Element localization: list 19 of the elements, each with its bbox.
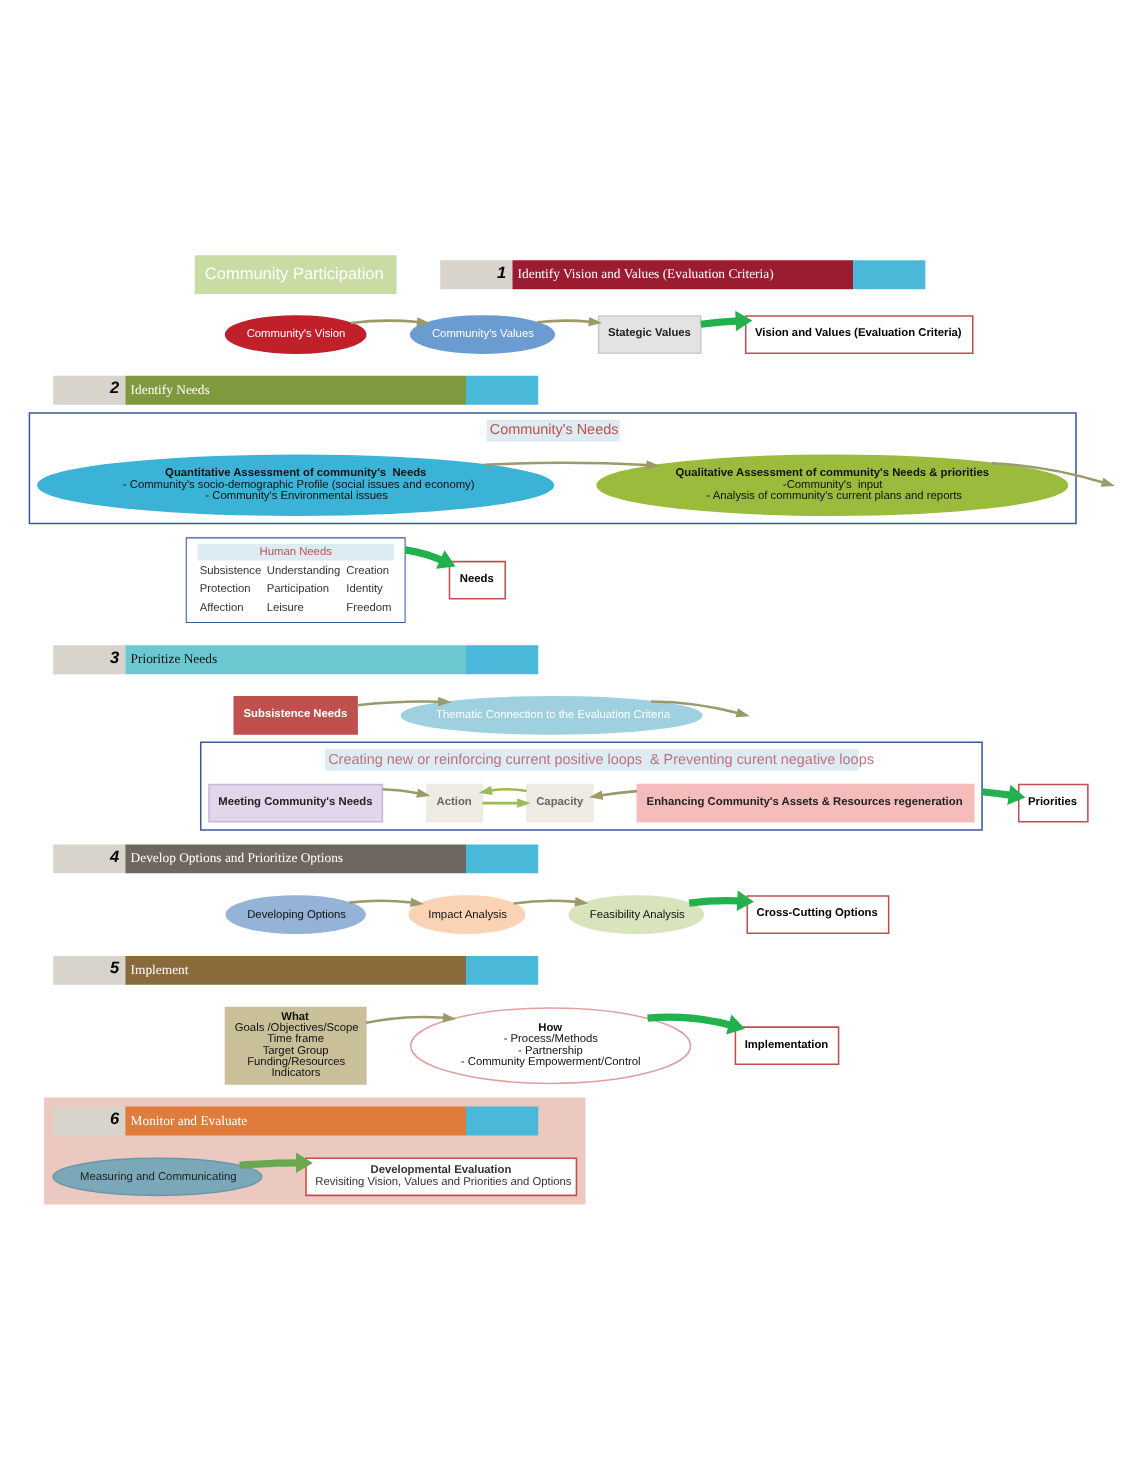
arrow: [647, 1012, 745, 1034]
arrow: [981, 783, 1026, 805]
node-box: Community Participation: [194, 254, 397, 294]
arrow: [484, 459, 660, 469]
arrow: [478, 784, 527, 794]
arrow: [349, 896, 424, 906]
arrow: [482, 797, 531, 807]
arrow: [700, 309, 753, 331]
arrow: [357, 695, 452, 706]
arrow: [350, 316, 431, 326]
arrow: [688, 889, 754, 911]
arrow: [382, 787, 431, 797]
arrow: [404, 545, 456, 568]
arrow: [365, 1012, 457, 1024]
arrow: [239, 1151, 313, 1173]
cluster: [44, 1096, 586, 1204]
arrow: [513, 896, 589, 906]
arrow: [536, 315, 603, 326]
arrow: [589, 788, 638, 799]
